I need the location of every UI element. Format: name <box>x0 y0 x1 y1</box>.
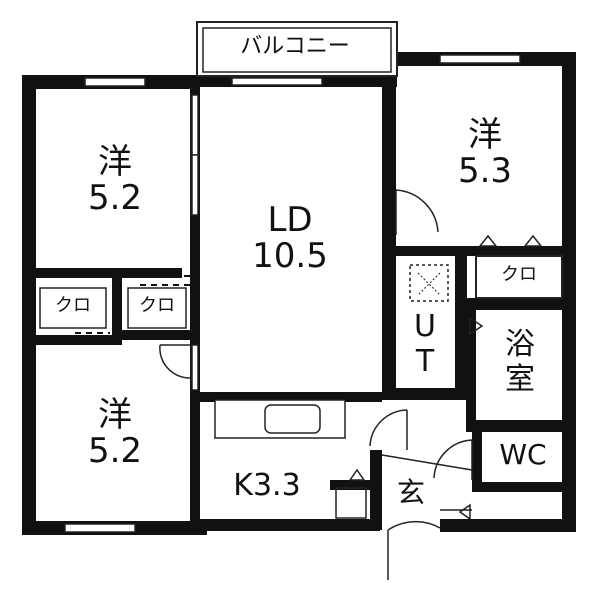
window-top-left <box>84 77 146 87</box>
wall-bottom-right <box>440 519 576 532</box>
washing-machine-x1 <box>417 272 441 296</box>
room-bottom-left: 洋 5.2 <box>60 395 170 471</box>
room-ld-size: 10.5 <box>252 235 328 276</box>
utility-char-1: U <box>414 309 436 344</box>
wall-right-room-bottom <box>382 246 576 256</box>
room-top-left-type: 洋 <box>98 142 132 182</box>
door-swing-entrance <box>387 520 441 580</box>
wall-bath-bottom <box>466 420 576 432</box>
bathroom-char-2: 室 <box>505 361 535 397</box>
room-bottom-left-type: 洋 <box>98 395 132 435</box>
wall-left <box>22 75 36 535</box>
kitchen-label: K3.3 <box>233 468 301 503</box>
closet-right-box <box>475 255 563 299</box>
closet-middle-label: クロ <box>139 295 175 316</box>
balcony-label: バルコニー <box>240 34 350 59</box>
wall-wc-left <box>472 430 482 486</box>
bathroom-char-1: 浴 <box>505 327 535 362</box>
closet-left-box <box>39 287 107 329</box>
wall-closet-row-bottom2 <box>112 330 200 340</box>
closet-left-label: クロ <box>55 295 91 316</box>
room-top-right-type: 洋 <box>468 115 502 155</box>
ut-triangle-marker <box>469 316 484 336</box>
wall-bath-left <box>466 300 476 430</box>
wall-closet-right-bottom <box>467 298 576 310</box>
balcony-inner <box>202 27 392 73</box>
balcony <box>196 21 398 77</box>
room-top-left: 洋 5.2 <box>60 142 170 218</box>
entrance-arrow <box>458 503 471 521</box>
door-swing-right-room <box>395 189 439 235</box>
wall-closet-row-bottom <box>22 335 122 345</box>
room-top-right-size: 5.3 <box>457 150 513 191</box>
wall-right <box>562 52 576 532</box>
wall-kitchen-top <box>197 392 382 402</box>
door-ld-left <box>191 344 199 391</box>
closet-triangle-right <box>523 234 543 247</box>
utility-label: U T <box>400 309 450 379</box>
closet-middle-box <box>127 287 187 329</box>
utility-char-2: T <box>415 343 435 379</box>
window-top-middle <box>231 77 323 86</box>
wall-left-rooms-divider <box>190 75 200 535</box>
room-ld: LD 10.5 <box>230 200 350 276</box>
room-ld-type: LD <box>267 200 313 240</box>
room-top-left-size: 5.2 <box>87 177 143 218</box>
wall-ld-right <box>382 52 396 392</box>
room-bottom-left-size: 5.2 <box>87 430 143 471</box>
washing-machine-x2 <box>417 272 441 296</box>
bathroom-label: 浴 室 <box>490 327 550 397</box>
wall-wc-bottom <box>472 482 576 492</box>
closet-right-label: クロ <box>501 264 537 285</box>
door-swing-ut <box>369 409 408 450</box>
room-top-right: 洋 5.3 <box>430 115 540 191</box>
wall-ut-right <box>455 256 467 396</box>
wall-top-left-room-bottom <box>22 268 182 278</box>
entrance-shoe-box <box>335 487 367 519</box>
toilet-label: WC <box>499 438 547 471</box>
entrance-triangle-marker <box>348 468 366 481</box>
entrance-divider <box>381 454 473 471</box>
wall-ut-bottom <box>382 388 467 400</box>
closet-triangle-left <box>478 234 498 247</box>
door-swing-wc <box>433 439 473 480</box>
wall-entrance-left <box>330 480 380 490</box>
window-ld-left-1 <box>191 94 199 156</box>
washing-machine <box>409 264 449 302</box>
window-bottom-left <box>64 523 136 533</box>
entrance-label: 玄 <box>396 476 425 509</box>
wall-bottom-mid <box>200 519 380 531</box>
window-top-right <box>439 54 521 64</box>
kitchen-sink <box>264 404 321 434</box>
door-swing-lower-left-room <box>159 344 191 379</box>
window-ld-left-2 <box>191 154 199 216</box>
wall-closet-divider <box>112 278 122 340</box>
